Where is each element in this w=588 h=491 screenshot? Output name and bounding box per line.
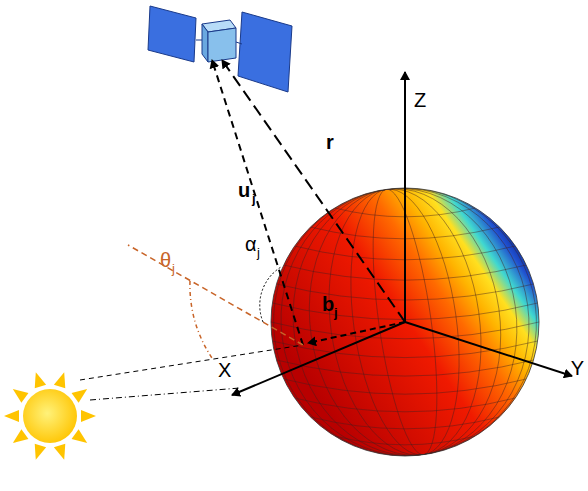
symbol-label: u: [238, 180, 250, 200]
subscript-label: j: [172, 262, 175, 275]
sun: [4, 372, 96, 459]
symbol-label: r: [326, 132, 334, 152]
satellite: [148, 6, 292, 92]
symbol-label: θ: [160, 250, 171, 270]
symbol-label: Z: [414, 90, 426, 110]
surface-normal: [128, 245, 303, 358]
subscript-label: j: [334, 306, 338, 319]
symbol-label: α: [245, 234, 257, 254]
symbol-label: Y: [571, 358, 584, 378]
symbol-label: b: [322, 294, 334, 314]
axes: [232, 72, 572, 395]
subscript-label: j: [252, 192, 256, 205]
angle-arc: [260, 267, 281, 322]
vectors: [212, 60, 405, 345]
symbol-label: X: [218, 360, 231, 380]
sun-rays: [80, 345, 303, 400]
subscript-label: j: [257, 246, 260, 259]
